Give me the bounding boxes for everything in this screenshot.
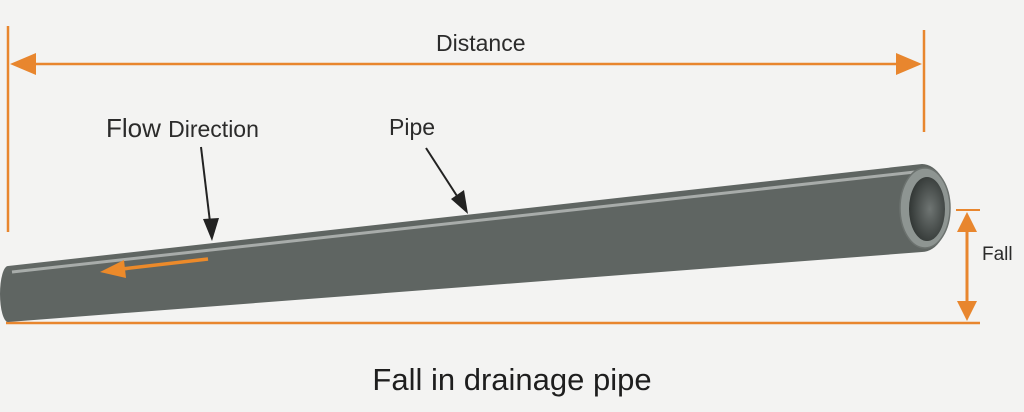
pipe-label: Pipe <box>389 114 436 140</box>
flow-word: Flow <box>106 113 161 143</box>
pipe-pointer-head-icon <box>451 190 468 214</box>
direction-word: Direction <box>168 116 259 142</box>
diagram-caption: Fall in drainage pipe <box>372 362 652 397</box>
flow-pointer-head-icon <box>203 218 219 241</box>
flow-direction-label: Flow Direction <box>106 113 259 144</box>
flow-arrow-head-icon <box>100 260 126 278</box>
pipe-pointer-line <box>425 147 458 197</box>
distance-arrow-left-icon <box>10 53 36 75</box>
distance-label: Distance <box>436 30 526 56</box>
flow-arrow-shaft <box>121 257 209 271</box>
pipe-opening <box>909 177 945 241</box>
pipe-highlight <box>11 170 916 274</box>
pipe-body <box>0 164 950 322</box>
fall-arrow-up-icon <box>957 212 977 232</box>
fall-label: Fall <box>982 244 1013 265</box>
flow-pointer-line <box>200 146 211 223</box>
fall-arrow-down-icon <box>957 301 977 321</box>
distance-arrow-right-icon <box>896 53 922 75</box>
